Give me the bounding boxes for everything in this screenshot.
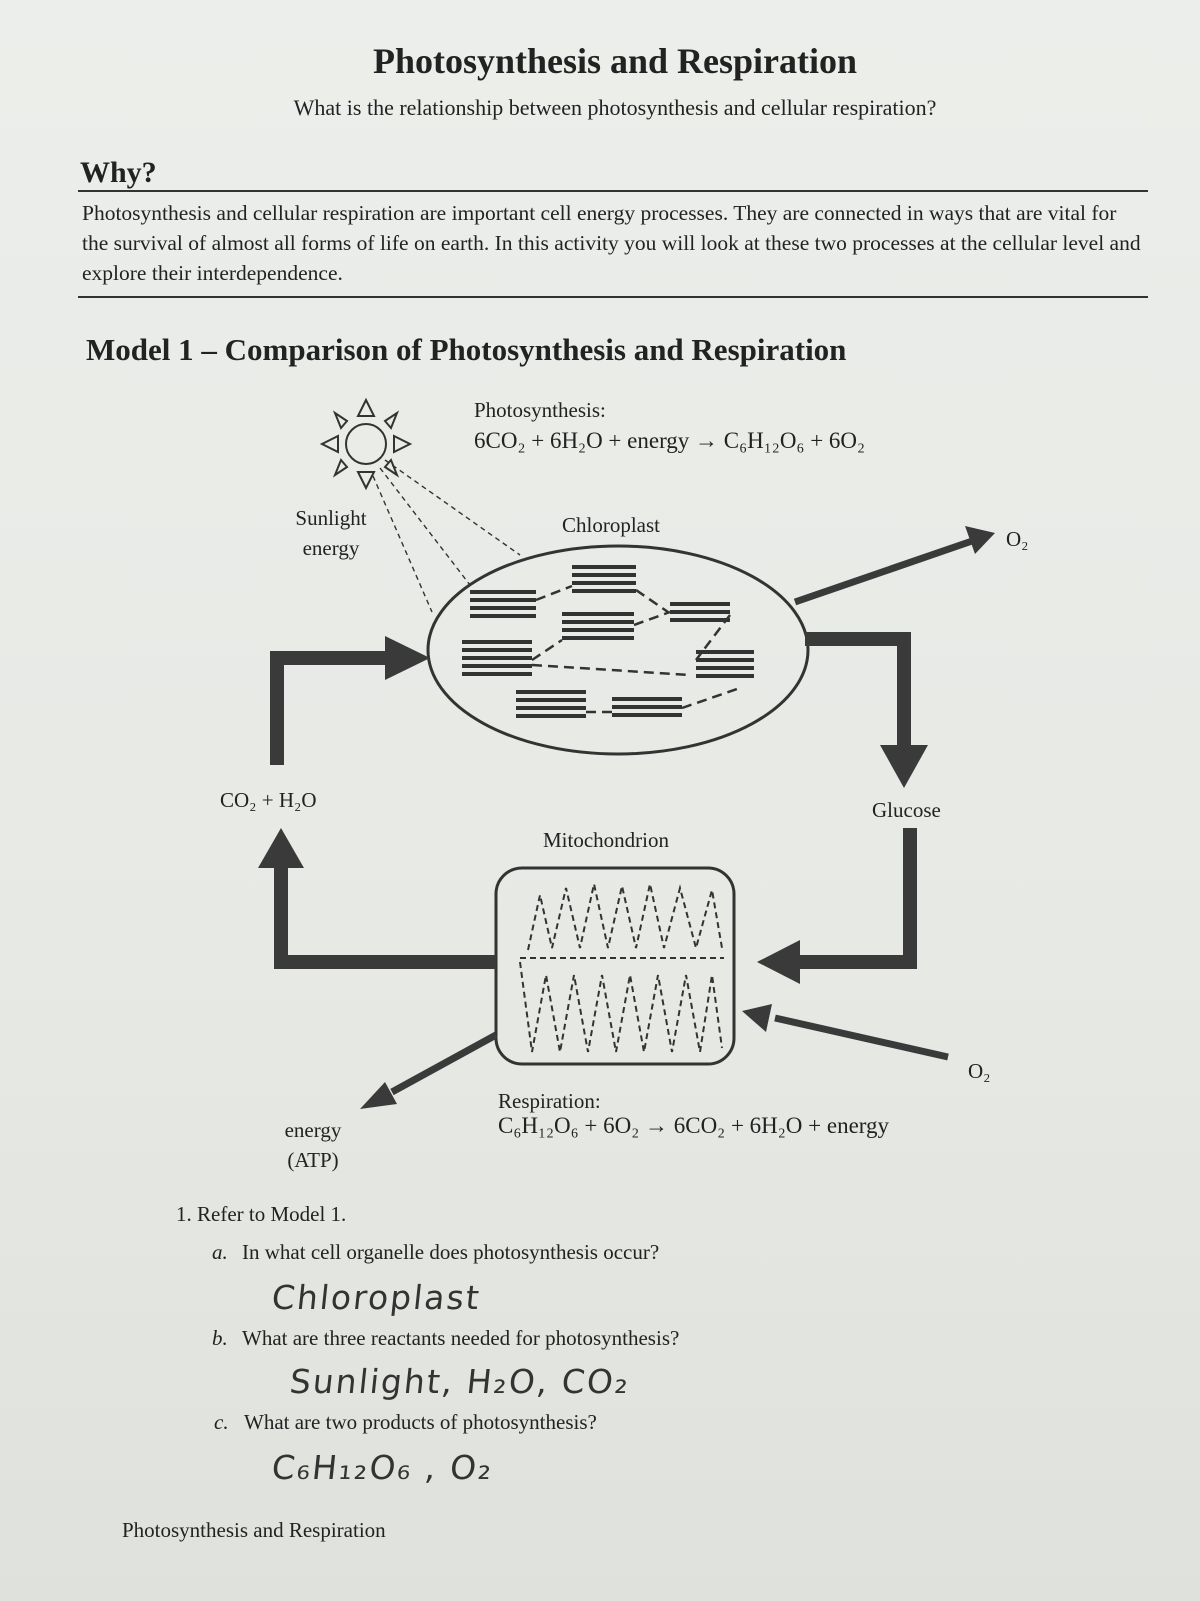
photosynthesis-label: Photosynthesis: [474,398,606,422]
question-1b-text: What are three reactants needed for phot… [242,1326,680,1350]
question-1c-letter: c. [214,1410,229,1434]
respiration-equation: C₆H₁₂O₆ + 6O₂ → 6CO₂ + 6H₂O + energy [498,1113,890,1138]
energy-label: energy [284,1118,342,1142]
o2-out-arrow [793,536,977,606]
mitochondrion-label: Mitochondrion [543,828,669,852]
why-heading: Why? [80,156,157,189]
why-bottom-rule [78,296,1148,298]
sunlight-rays [372,459,521,613]
question-1b-letter: b. [212,1326,228,1350]
chloroplast-label: Chloroplast [562,513,660,537]
question-1a-letter: a. [212,1240,228,1264]
sun-icon [319,397,413,491]
sunlight-label: Sunlight [295,506,367,530]
photosynthesis-equation: 6CO₂ + 6H₂O + energy → C₆H₁₂O₆ + 6O₂ [474,428,866,453]
answer-1b: Sunlight, H₂O, CO₂ [287,1362,633,1401]
sunlight-energy-label: energy [302,536,360,560]
glucose-label: Glucose [872,798,941,822]
atp-label: (ATP) [287,1148,339,1172]
flow-arrowheads [258,636,928,984]
co2-h2o-label: CO₂ + H₂O [220,788,317,812]
question-1a-text: In what cell organelle does photosynthes… [242,1240,660,1264]
flow-arrows [270,632,917,969]
question-1: 1. Refer to Model 1. [176,1202,347,1226]
why-top-rule [78,190,1148,192]
answer-1a: Chloroplast [269,1278,483,1317]
model-title: Model 1 – Comparison of Photosynthesis a… [86,332,847,367]
o2-in-arrow [774,1014,949,1061]
chloroplast-shape [426,544,810,756]
respiration-label: Respiration: [498,1089,601,1113]
question-1c-text: What are two products of photosynthesis? [244,1410,597,1434]
o2-output-label: O₂ [1006,527,1029,551]
o2-input-label: O₂ [968,1059,991,1083]
answer-1c: C₆H₁₂O₆ , O₂ [269,1448,496,1487]
atp-out-arrow [390,1031,498,1096]
page-title: Photosynthesis and Respiration [372,41,858,81]
why-body-text: Photosynthesis and cellular respiration … [82,201,1141,285]
page-subtitle: What is the relationship between photosy… [293,95,937,120]
mitochondrion-shape [494,866,736,1066]
page-footer: Photosynthesis and Respiration [122,1518,386,1542]
